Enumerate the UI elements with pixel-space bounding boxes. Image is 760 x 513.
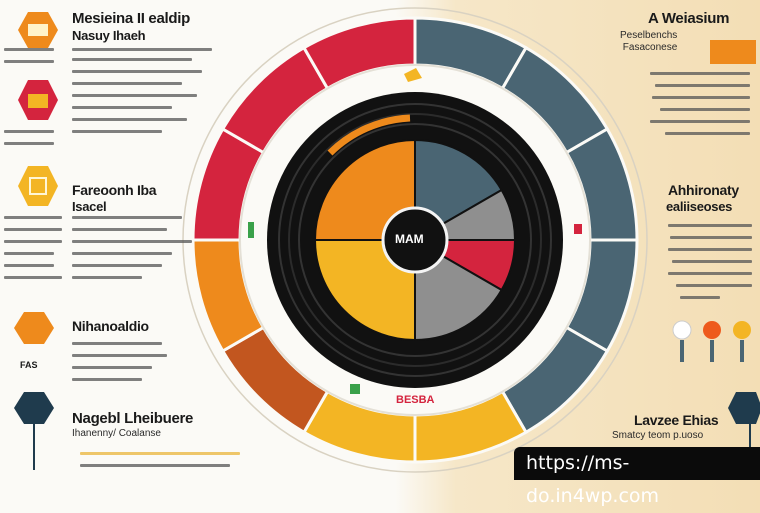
left-subheading-1: Nasuy Ihaeh (72, 28, 146, 43)
infographic: MAM BESBA Mesieina II ealdip Nasuy Ihaeh… (4, 7, 760, 507)
right-subheading-1: Peselbenchs Fasaconese (620, 30, 678, 53)
wheel-diagram (14, 7, 760, 473)
orange-hexagon-badge (14, 312, 54, 344)
navy-hexagon-icon (14, 392, 54, 424)
right-subheading-3: Smatcy teom p.uoso (612, 430, 704, 441)
left-subheading-4: Ihanenny/ Coalanse (72, 428, 161, 439)
left-heading-1: Mesieina II ealdip (72, 10, 190, 27)
right-heading-3: Lavzee Ehias (634, 412, 719, 428)
orange-tag-icon (710, 40, 756, 64)
left-badge-label: FAS (20, 360, 38, 370)
bottom-wheel-label: BESBA (396, 394, 435, 406)
pie-slice (313, 138, 416, 241)
left-heading-2: Fareoonh Iba (72, 182, 157, 198)
outer-segment-ring (191, 16, 639, 464)
right-heading-2: Ahhironaty (668, 182, 739, 198)
center-hub (381, 206, 449, 274)
progress-arc (327, 114, 411, 156)
right-icons (672, 40, 760, 450)
left-icons (14, 12, 58, 470)
left-heading-3: Nihanoaldio (72, 318, 149, 334)
url-watermark: https://ms-do.in4wp.com (514, 447, 760, 507)
right-heading-1: A Weiasium (648, 10, 730, 27)
right-subheading-2: ealiiseoses (666, 199, 733, 214)
pie-slice (313, 239, 416, 342)
left-subheading-2: Isacel (72, 199, 107, 214)
center-label: MAM (395, 232, 424, 246)
yellow-hexagon-icon (18, 166, 58, 206)
navy-hexagon-icon-right (728, 392, 760, 424)
left-heading-4: Nagebl Lheibuere (72, 410, 194, 427)
